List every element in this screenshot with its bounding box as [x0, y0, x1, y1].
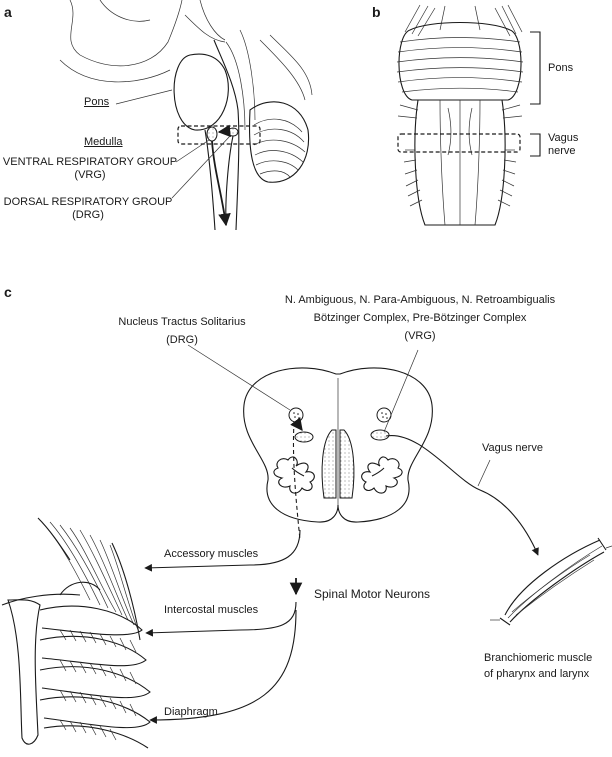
- medulla-label-a: Medulla: [84, 136, 123, 148]
- nts-label: Nucleus Tractus Solitarius (DRG): [82, 316, 282, 347]
- nts-leader: [187, 344, 291, 411]
- panel-c-letter: c: [4, 284, 12, 300]
- pons-label-b: Pons: [548, 62, 574, 74]
- pyramid-left: [321, 429, 337, 499]
- inferior-olive-left: [273, 456, 315, 494]
- brainstem-column: [213, 39, 240, 231]
- branchiomeric-label-line1: Branchiomeric muscle: [484, 652, 593, 664]
- panel-a-drawing: [59, 0, 313, 231]
- cerebellum: [249, 34, 313, 183]
- descending-dashed-pathway: [292, 421, 301, 541]
- medulla-body-b: [414, 99, 506, 226]
- diaphragm-pathway: [149, 609, 297, 724]
- vrg-label-c-line2: Bötzinger Complex, Pre-Bötzinger Complex: [313, 312, 527, 324]
- vagus-bracket: [530, 133, 541, 157]
- vrg-leader: [383, 349, 419, 433]
- vrg-label-a-line1: VENTRAL RESPIRATORY GROUP: [2, 156, 178, 168]
- branchiomeric-muscle: [490, 537, 612, 626]
- vrg-label-a: VENTRAL RESPIRATORY GROUP (VRG): [0, 156, 180, 182]
- vagus-label-b-line2: nerve: [548, 145, 576, 157]
- descending-tract-a: [211, 140, 231, 227]
- cerebrum-outline: [69, 0, 183, 67]
- nts-nucleus: [288, 407, 304, 423]
- vrg-label-c-line1: N. Ambiguous, N. Para-Ambiguous, N. Retr…: [284, 294, 556, 306]
- pons-bracket: [530, 31, 541, 105]
- drg-label-a-line2: (DRG): [72, 209, 104, 221]
- branchiomeric-label-line2: of pharynx and larynx: [484, 668, 590, 680]
- intercostal-muscles-label: Intercostal muscles: [164, 604, 259, 616]
- nts-label-line2: (DRG): [166, 334, 198, 346]
- medulla-cross-section: [243, 367, 433, 523]
- vrg-label-a-line2: (VRG): [74, 169, 106, 181]
- spinal-motor-neurons-label: Spinal Motor Neurons: [314, 587, 431, 601]
- drg-label-a: DORSAL RESPIRATORY GROUP (DRG): [0, 196, 176, 222]
- sternum: [7, 599, 41, 745]
- ribcage-drawing: [1, 517, 151, 749]
- drg-nucleus-a: [227, 127, 239, 137]
- intercostal-pathway: [145, 601, 297, 637]
- panel-b-drawing: [396, 4, 541, 226]
- branchiomeric-muscle-label: Branchiomeric muscle of pharynx and lary…: [484, 652, 592, 681]
- cranial-roots-top: [404, 4, 523, 37]
- inferior-olive-right: [361, 456, 403, 494]
- pyramid-right: [339, 429, 355, 499]
- vrg-nucleus-left: [294, 431, 314, 443]
- vrg-nucleus-a: [206, 126, 218, 142]
- vrg-label-c: N. Ambiguous, N. Para-Ambiguous, N. Retr…: [270, 294, 570, 343]
- panel-b-letter: b: [372, 4, 381, 20]
- vrg-nucleus-right: [370, 429, 390, 441]
- drg-label-a-line1: DORSAL RESPIRATORY GROUP: [3, 196, 173, 208]
- panel-a-letter: a: [4, 4, 12, 20]
- medulla-dashed-box-b: [397, 133, 521, 153]
- diaphragm-label: Diaphragm: [164, 706, 218, 718]
- pons-label-a: Pons: [84, 96, 110, 108]
- vagus-label-c: Vagus nerve: [482, 442, 543, 454]
- vagus-label-b: Vagus nerve: [548, 132, 578, 158]
- vagus-nerve-path: [385, 435, 539, 556]
- vrg-label-c-line3: (VRG): [404, 330, 436, 342]
- accessory-muscles-label: Accessory muscles: [164, 548, 259, 560]
- pons-shape: [173, 53, 229, 131]
- accessory-muscle-pathway: [144, 529, 301, 572]
- vagus-label-b-line1: Vagus: [548, 132, 579, 144]
- pons-body-b: [398, 22, 522, 101]
- panel-c-drawing: [1, 344, 612, 749]
- medulla-dashed-box-a: [177, 125, 261, 145]
- nts-label-line1: Nucleus Tractus Solitarius: [118, 316, 246, 328]
